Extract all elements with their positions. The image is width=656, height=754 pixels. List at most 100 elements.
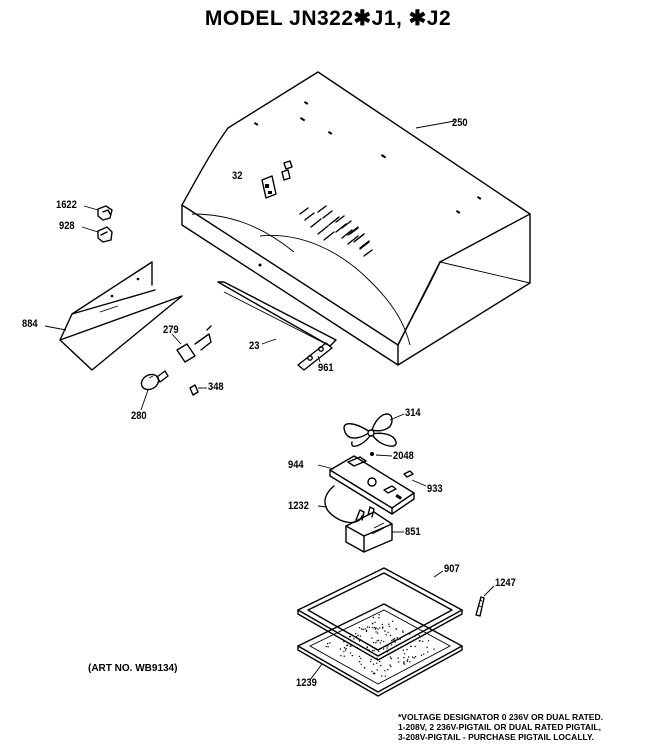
stipple-dot [414, 635, 416, 637]
voltage-note-line: 3-208V-PIGTAIL - PURCHASE PIGTAIL LOCALL… [398, 732, 595, 742]
stipple-dot [396, 638, 399, 641]
stipple-dot [407, 656, 410, 658]
stipple-dot [387, 645, 389, 647]
stipple-dot [381, 675, 383, 677]
stipple-dot [413, 657, 415, 659]
stipple-dot [373, 626, 376, 629]
label-1239: 1239 [296, 677, 317, 689]
stipple-dot [360, 639, 362, 641]
grease-filter-907 [297, 567, 463, 661]
label-32: 32 [232, 170, 243, 182]
stipple-dot [376, 662, 378, 664]
stipple-dot [403, 662, 405, 664]
stipple-dot [383, 640, 385, 643]
label-280: 280 [131, 410, 147, 422]
stipple-dot [362, 628, 364, 631]
stipple-dot [360, 657, 362, 660]
stipple-dot [402, 630, 404, 632]
stipple-dot [375, 642, 377, 644]
stipple-dot [389, 664, 391, 666]
stipple-dot [374, 647, 376, 649]
stipple-dot [407, 658, 409, 661]
stipple-dot [373, 650, 375, 652]
stipple-dot [403, 661, 405, 663]
stipple-dot [423, 653, 425, 655]
stipple-dot [358, 661, 361, 663]
stipple-dot [384, 675, 386, 677]
stipple-dot [355, 633, 357, 635]
stipple-dot [390, 644, 393, 646]
stipple-dot [379, 660, 381, 663]
label-23: 23 [249, 340, 260, 352]
stipple-dot [396, 637, 398, 639]
stipple-dot [378, 614, 380, 616]
stipple-dot [372, 616, 375, 619]
stipple-dot [398, 661, 400, 663]
stipple-dot [374, 621, 376, 623]
stipple-dot [389, 634, 392, 637]
stipple-dot [372, 641, 375, 644]
stipple-dot [379, 642, 381, 644]
stipple-dot [329, 642, 331, 644]
stipple-dot [381, 623, 383, 626]
stipple-dot [378, 650, 380, 653]
stipple-dot [420, 654, 423, 656]
light-bulb-280 [140, 370, 169, 411]
stipple-dot [427, 640, 430, 642]
stipple-dot [378, 648, 381, 650]
stipple-dot [385, 634, 387, 636]
light-bracket-884 [44, 261, 183, 371]
voltage-note-line: *VOLTAGE DESIGNATOR 0 236V OR DUAL RATED… [398, 712, 603, 722]
stipple-dot [368, 626, 371, 628]
stipple-dot [366, 646, 368, 648]
stipple-dot [325, 645, 327, 648]
stipple-dot [391, 639, 393, 642]
stipple-dot [366, 626, 369, 628]
label-2048: 2048 [393, 450, 414, 462]
stipple-dot [371, 646, 373, 648]
charcoal-filter-1239 [297, 603, 463, 697]
stipple-dot [381, 627, 384, 629]
stipple-dot [341, 638, 344, 640]
stipple-dot [422, 640, 424, 643]
stipple-dot [390, 665, 392, 668]
label-961: 961 [318, 362, 334, 374]
label-1247: 1247 [495, 577, 516, 589]
stipple-dot [382, 648, 385, 650]
stipple-dot [358, 640, 361, 642]
hood-housing [181, 71, 531, 366]
label-314: 314 [405, 407, 421, 419]
stipple-dot [371, 637, 373, 639]
label-933: 933 [427, 483, 443, 495]
stipple-dot [365, 629, 368, 632]
stipple-dot [356, 647, 358, 649]
stipple-dot [426, 646, 428, 649]
stipple-dot [390, 657, 393, 660]
filler-strip-23 [217, 281, 337, 347]
stipple-dot [414, 645, 416, 648]
clip-928 [81, 226, 113, 243]
stipple-dot [349, 635, 352, 638]
label-348: 348 [208, 381, 224, 393]
stipple-dot [406, 660, 408, 662]
label-884: 884 [22, 318, 38, 330]
stipple-dot [410, 645, 412, 648]
stipple-dot [387, 631, 389, 633]
stipple-dot [402, 649, 404, 651]
stipple-dot [353, 638, 355, 640]
stipple-dot [343, 647, 346, 649]
stipple-dot [351, 654, 353, 657]
stipple-dot [346, 645, 348, 647]
stipple-dot [385, 645, 387, 647]
stipple-dot [389, 656, 392, 658]
stipple-dot [345, 647, 347, 650]
stipple-dot [386, 647, 388, 649]
fan-blade-314 [343, 413, 405, 447]
stipple-dot [339, 648, 342, 650]
clip-348 [189, 384, 207, 396]
control-switch-32 [261, 160, 293, 199]
stipple-dot [369, 660, 372, 663]
label-1232: 1232 [288, 500, 309, 512]
stipple-dot [418, 634, 420, 637]
